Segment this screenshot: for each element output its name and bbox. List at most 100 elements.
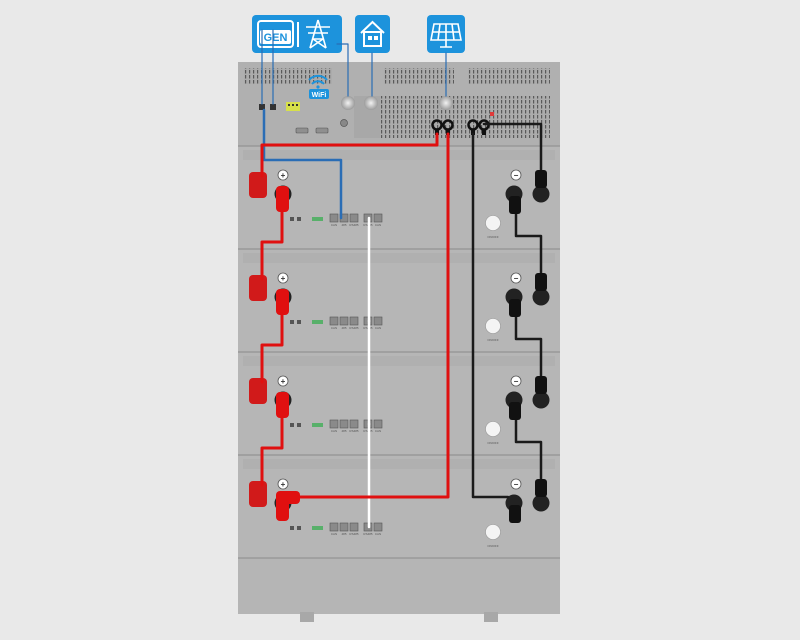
negative-terminal-post-2	[532, 288, 550, 306]
power-tower-icon	[306, 19, 330, 49]
cabinet-base	[238, 558, 560, 614]
positive-symbol: +	[281, 171, 286, 180]
rj45-port-label: CAN	[375, 532, 381, 536]
rj45-port-label: RS485	[363, 532, 373, 536]
positive-symbol: +	[281, 480, 286, 489]
rj45-port	[329, 522, 339, 532]
rj45-port-label: CAN	[331, 223, 337, 227]
positive-symbol-icon	[277, 272, 289, 284]
negative-terminal-post-2	[532, 185, 550, 203]
power-switch	[485, 524, 501, 540]
rj45-port-label: CAN	[375, 429, 381, 433]
module-top-lip	[243, 150, 555, 160]
power-switch	[485, 421, 501, 437]
negative-terminal-post-2	[532, 391, 550, 409]
power-switch-label: ON/OFF	[487, 441, 498, 445]
rj45-port	[349, 522, 359, 532]
dip-led-2	[297, 320, 301, 324]
negative-series-cable	[514, 402, 543, 487]
dip-led-1	[290, 526, 294, 530]
negative-main-cable	[482, 122, 543, 178]
power-switch-label: ON/OFF	[487, 544, 498, 548]
rj45-port	[339, 419, 349, 429]
rj45-port-label: CAN	[331, 326, 337, 330]
rj45-port-label: CAN	[331, 532, 337, 536]
positive-return-cable	[288, 132, 450, 499]
solar-icon-box	[427, 15, 465, 53]
negative-symbol-icon	[510, 272, 522, 284]
negative-cable-lug-2	[509, 299, 521, 317]
positive-symbol: +	[281, 274, 286, 283]
positive-series-cable	[260, 196, 284, 281]
negative-cable-lug-2	[509, 505, 521, 523]
negative-symbol-icon	[510, 169, 522, 181]
positive-cable-lug	[276, 289, 289, 315]
rj45-port	[349, 419, 359, 429]
rj45-port-label: CAN	[375, 326, 381, 330]
negative-series-cable	[514, 299, 543, 384]
solar-panel-icon	[430, 23, 462, 48]
negative-series-cable	[514, 196, 543, 281]
rj45-port	[373, 522, 383, 532]
fan-grid	[341, 96, 355, 110]
negative-symbol-icon	[510, 375, 522, 387]
vent-grille-lower	[380, 96, 550, 138]
dip-switch	[312, 217, 323, 221]
positive-series-cable	[260, 402, 284, 487]
negative-symbol: −	[514, 171, 519, 180]
positive-symbol: +	[281, 377, 286, 386]
dip-switch	[312, 423, 323, 427]
power-knob	[340, 119, 348, 127]
negative-cable-lug	[535, 273, 547, 291]
rj45-port-label: 485	[341, 326, 346, 330]
cabinet-foot-left	[300, 612, 314, 622]
fan-load	[364, 96, 378, 110]
fan-pv	[439, 96, 453, 110]
gen-grid-icon-box: GEN	[252, 15, 342, 53]
terminal-block	[286, 102, 300, 111]
positive-series-cable	[260, 299, 284, 384]
dip-led-2	[297, 526, 301, 530]
positive-terminal-cap-left	[249, 172, 267, 198]
positive-return-lug	[276, 491, 300, 504]
positive-symbol-icon	[277, 478, 289, 490]
negative-symbol: −	[514, 377, 519, 386]
cables	[260, 29, 547, 529]
rj45-port-label: 485	[341, 532, 346, 536]
db9-port-2	[315, 127, 329, 134]
negative-cable-lug	[535, 376, 547, 394]
positive-terminal-cap-left	[249, 275, 267, 301]
dip-led-1	[290, 217, 294, 221]
negative-symbol: −	[514, 480, 519, 489]
dip-switch	[312, 526, 323, 530]
grid-to-inverter-wire	[336, 43, 349, 97]
rj45-port	[339, 316, 349, 326]
wifi-label: WiFi	[312, 92, 327, 99]
status-led	[490, 112, 494, 116]
rj45-port-label: 485	[341, 429, 346, 433]
house-icon	[360, 20, 385, 47]
source-icons: GEN	[252, 15, 465, 53]
negative-return-cable	[471, 132, 510, 499]
rj45-port	[349, 213, 359, 223]
module-top-lip	[243, 459, 555, 469]
negative-cable-lug-2	[509, 402, 521, 420]
positive-terminal-cap-left	[249, 378, 267, 404]
db9-port-1	[295, 127, 309, 134]
power-switch-label: ON/OFF	[487, 338, 498, 342]
positive-symbol-icon	[277, 375, 289, 387]
positive-symbol-icon	[277, 169, 289, 181]
gen-port	[259, 104, 265, 110]
gen-label: GEN	[264, 32, 288, 44]
rj45-port	[329, 213, 339, 223]
negative-symbol: −	[514, 274, 519, 283]
dip-led-1	[290, 423, 294, 427]
rj45-port-label: CAN	[331, 429, 337, 433]
positive-cable-lug	[276, 186, 289, 212]
positive-cable-lug	[276, 392, 289, 418]
